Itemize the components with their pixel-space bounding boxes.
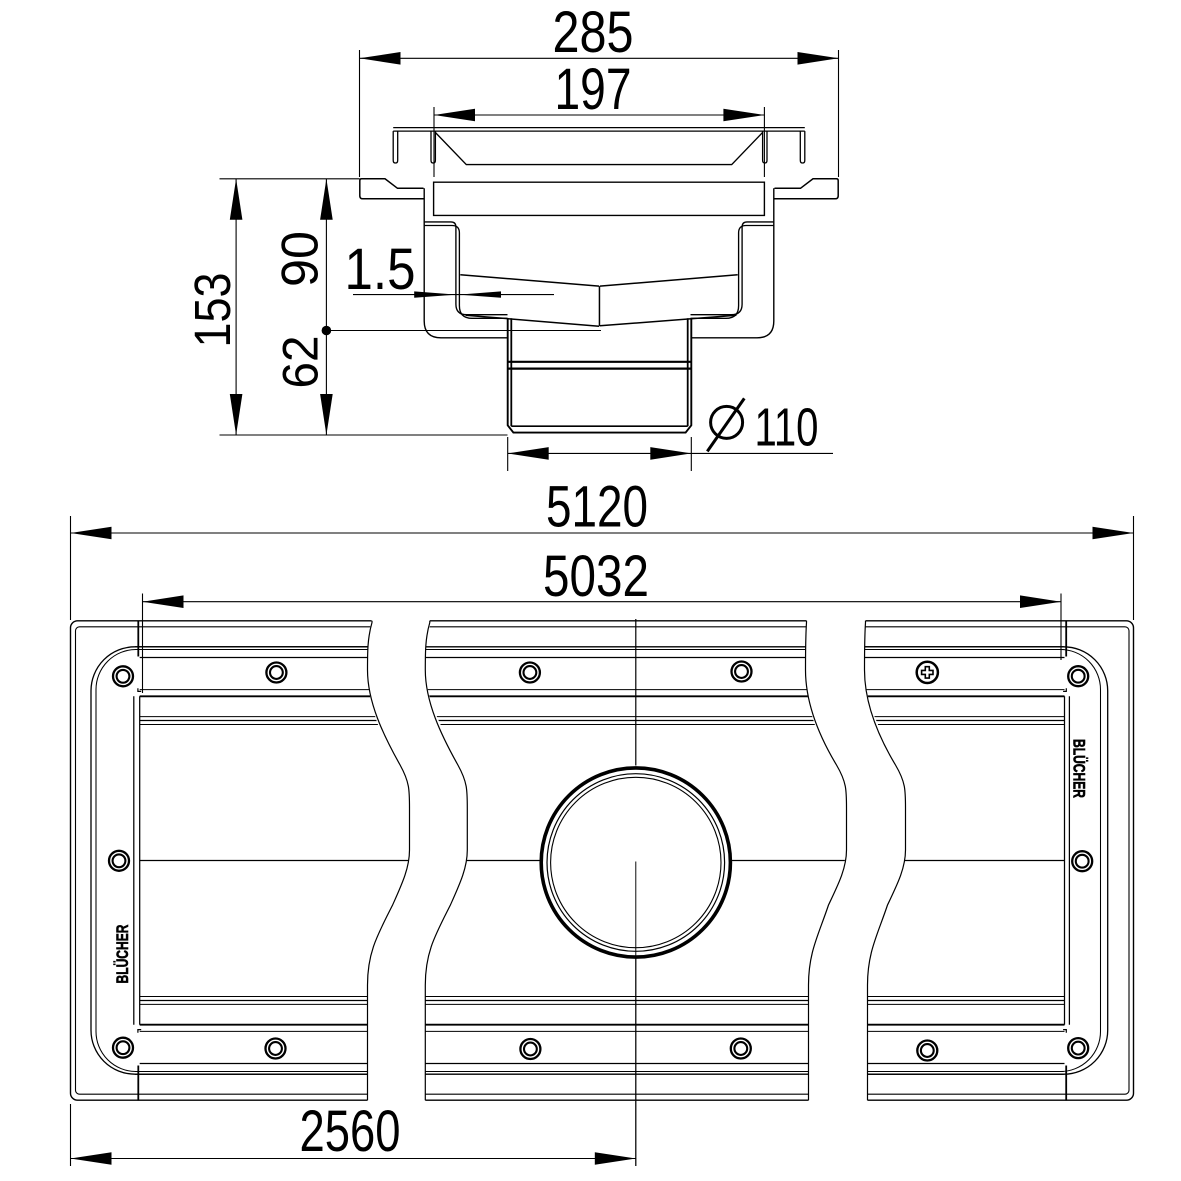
svg-text:90: 90 xyxy=(272,231,330,287)
svg-text:BLÜCHER: BLÜCHER xyxy=(113,924,132,983)
svg-text:5032: 5032 xyxy=(543,544,649,609)
svg-text:153: 153 xyxy=(184,273,241,348)
svg-text:5120: 5120 xyxy=(546,475,648,540)
svg-text:197: 197 xyxy=(555,57,632,122)
svg-text:110: 110 xyxy=(755,397,819,457)
svg-text:285: 285 xyxy=(553,0,634,65)
svg-text:62: 62 xyxy=(273,336,329,389)
svg-text:2560: 2560 xyxy=(300,1099,401,1164)
svg-text:1.5: 1.5 xyxy=(345,237,416,302)
svg-text:BLÜCHER: BLÜCHER xyxy=(1070,739,1089,798)
